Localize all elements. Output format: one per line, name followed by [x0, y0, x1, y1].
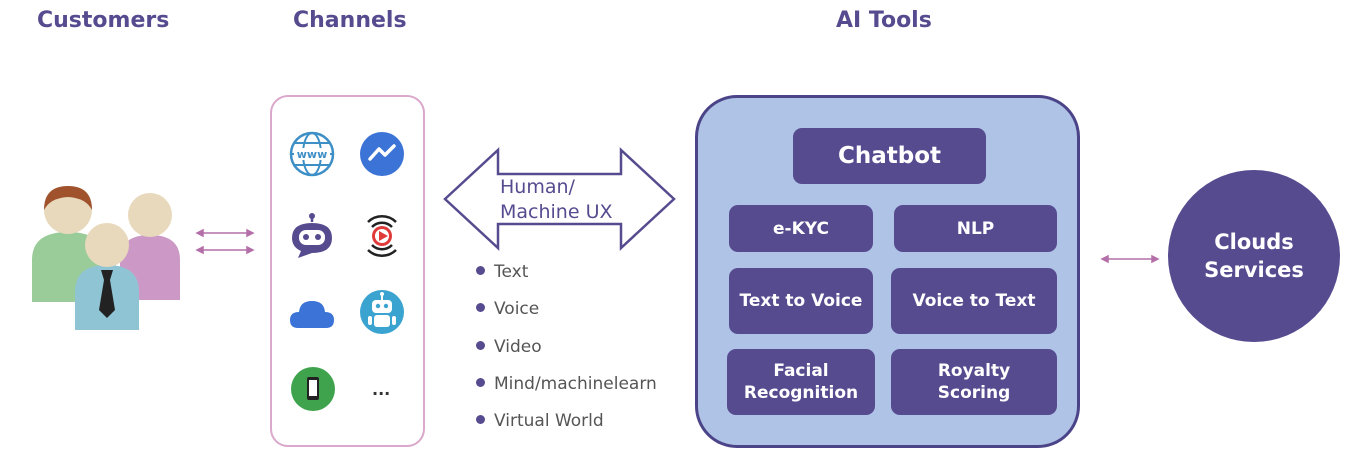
modality-text: Text [476, 262, 528, 282]
customers-heading: Customers [37, 8, 170, 33]
voice-to-text-box: Voice to Text [891, 268, 1057, 334]
chatbot-robot-icon [292, 213, 332, 258]
modality-video: Video [476, 337, 542, 357]
messenger-icon [360, 132, 404, 176]
clouds-services-circle: Clouds Services [1168, 170, 1340, 342]
royalty-scoring-box: Royalty Scoring [891, 349, 1057, 415]
nlp-box: NLP [894, 205, 1057, 252]
text-to-voice-box: Text to Voice [729, 268, 873, 334]
ai-clouds-connector [1100, 254, 1160, 264]
channels-heading: Channels [293, 8, 407, 33]
customers-channels-connector [195, 228, 255, 255]
www-globe-icon: www [289, 131, 335, 177]
modality-voice: Voice [476, 299, 539, 319]
chatbot-box: Chatbot [793, 128, 986, 184]
ekyc-box: e-KYC [729, 205, 873, 252]
customers-illustration [32, 186, 180, 330]
robot-icon [360, 290, 404, 334]
video-play-icon [367, 215, 397, 257]
human-machine-ux-arrow [443, 147, 676, 251]
more-channels-ellipsis: ... [372, 380, 391, 399]
svg-text:www: www [297, 148, 328, 161]
mobile-phone-icon [291, 367, 335, 411]
cloud-icon [290, 301, 334, 328]
facial-recognition-box: Facial Recognition [727, 349, 875, 415]
human-machine-ux-label: Human/ Machine UX [500, 176, 613, 223]
modality-virtual-world: Virtual World [476, 411, 604, 431]
modality-mind-machinelearn: Mind/machinelearn [476, 374, 657, 394]
ai-tools-heading: AI Tools [836, 8, 932, 33]
